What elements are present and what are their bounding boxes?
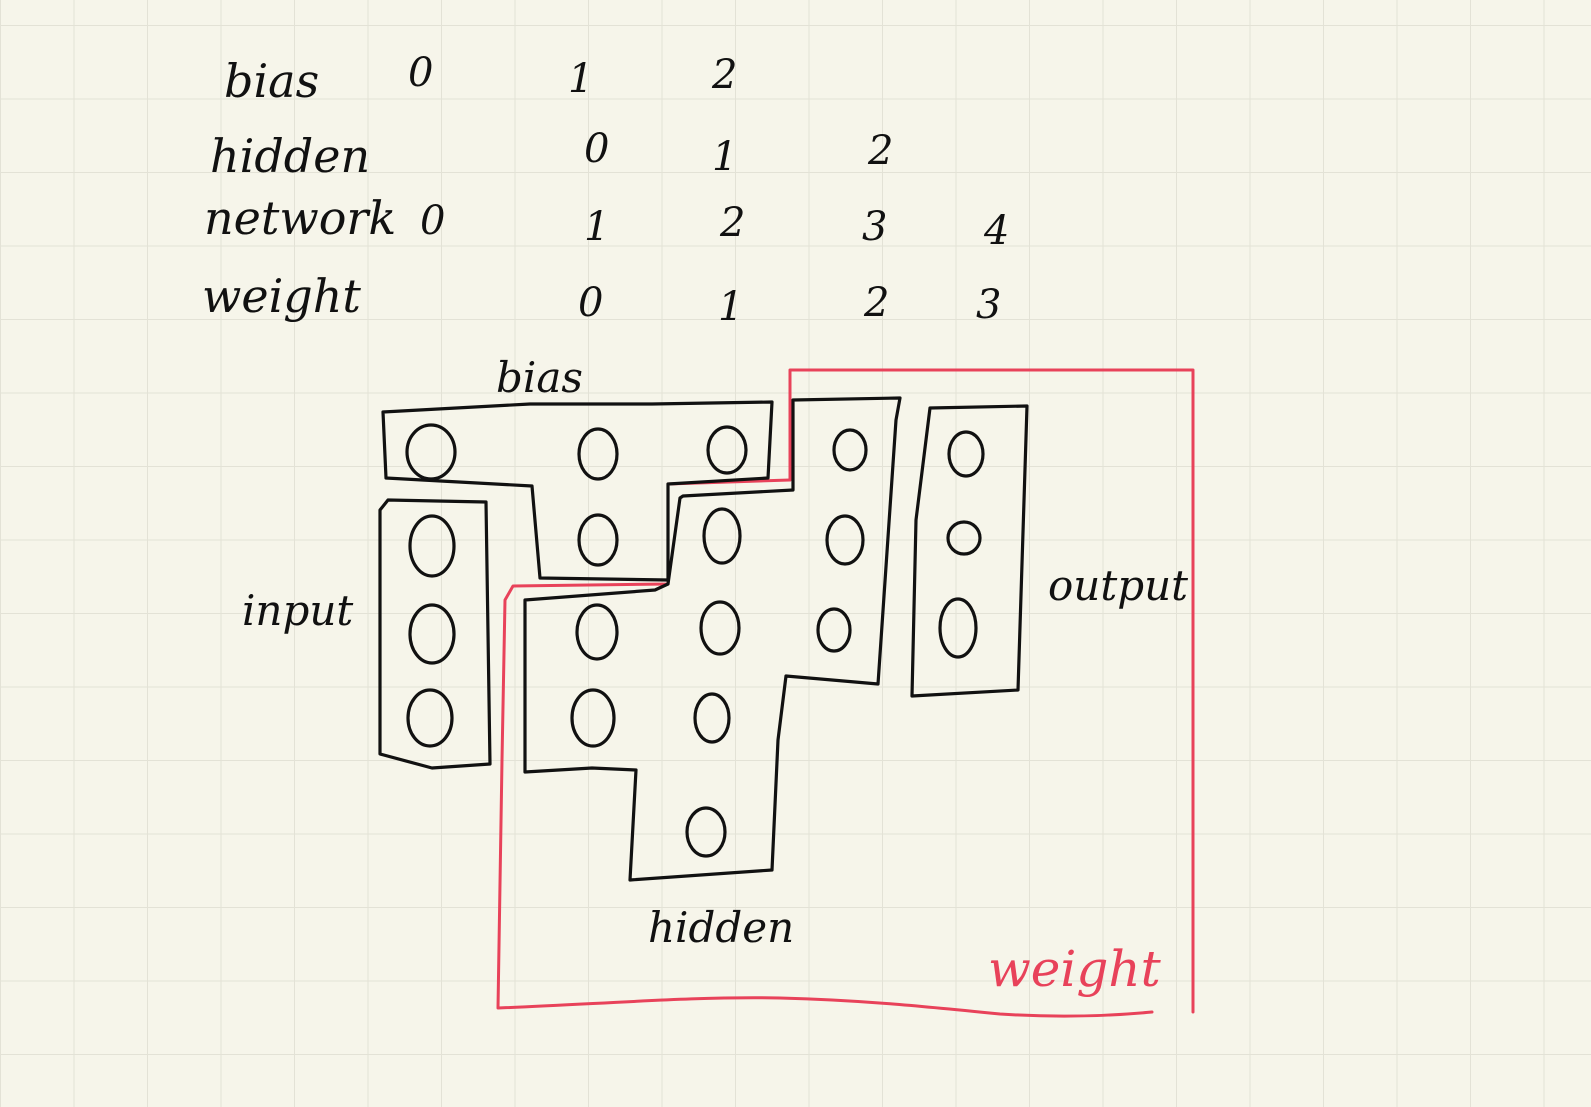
weight-index-3: 3 xyxy=(976,282,1001,328)
label-input: input xyxy=(242,586,353,635)
weight-region-boundary xyxy=(496,478,1154,1018)
bias-index-0: 0 xyxy=(408,50,433,96)
weight-index-0: 0 xyxy=(578,280,603,326)
bias-node-0 xyxy=(405,423,457,481)
index-table: bias 0 1 2 hidden 0 1 2 network 0 1 2 3 … xyxy=(202,50,1009,330)
output-nodes xyxy=(938,520,982,659)
input-node-0 xyxy=(408,514,456,578)
black-outlines xyxy=(378,396,1029,882)
input-nodes xyxy=(406,514,456,748)
label-output: output xyxy=(1048,561,1188,610)
input-node-1 xyxy=(408,603,456,665)
hidden-node-c2-2 xyxy=(693,692,731,744)
network-index-2: 2 xyxy=(719,200,745,246)
hidden-node-c1-0 xyxy=(577,513,619,567)
hidden-node-c1-2 xyxy=(570,688,616,748)
bias-index-2: 2 xyxy=(711,52,737,98)
table-row-hidden: hidden 0 1 2 xyxy=(210,126,893,183)
bias-node-3 xyxy=(832,428,868,472)
bias-nodes xyxy=(405,423,985,481)
hidden-group-outline xyxy=(523,396,902,882)
bias-node-1 xyxy=(577,427,619,481)
label-hidden: hidden xyxy=(648,903,794,952)
row-label-weight: weight xyxy=(202,269,361,323)
row-label-hidden: hidden xyxy=(210,129,370,183)
hidden-node-c1-1 xyxy=(575,603,619,661)
output-node-1 xyxy=(946,520,982,556)
bias-index-1: 1 xyxy=(568,56,593,102)
label-bias: bias xyxy=(496,353,583,402)
weight-index-1: 1 xyxy=(718,284,743,330)
input-group-outline xyxy=(378,498,492,770)
row-label-bias: bias xyxy=(224,54,319,108)
weight-region-outline xyxy=(788,368,1195,1014)
hidden-nodes xyxy=(570,507,865,858)
table-row-bias: bias 0 1 2 xyxy=(224,50,737,108)
bias-group-outline xyxy=(381,400,774,582)
row-label-network: network xyxy=(204,191,396,245)
hidden-node-c2-0 xyxy=(702,507,742,565)
network-index-4: 4 xyxy=(983,208,1009,254)
hidden-node-c3-1 xyxy=(816,607,852,653)
output-node-2 xyxy=(938,597,978,659)
hidden-node-c2-1 xyxy=(699,600,741,656)
network-index-3: 3 xyxy=(862,204,887,250)
hidden-index-0: 0 xyxy=(584,126,609,172)
hidden-index-2: 2 xyxy=(867,128,893,174)
bias-node-2 xyxy=(706,425,748,475)
label-weight: weight xyxy=(988,940,1162,998)
output-node-0 xyxy=(947,430,985,478)
hidden-node-c3-0 xyxy=(825,514,865,566)
network-index-0: 0 xyxy=(420,198,445,244)
network-index-1: 1 xyxy=(584,204,609,250)
output-group-outline xyxy=(910,404,1029,698)
hidden-node-c2-3 xyxy=(685,806,727,858)
weight-index-2: 2 xyxy=(863,280,889,326)
input-node-2 xyxy=(406,688,454,748)
table-row-network: network 0 1 2 3 4 xyxy=(204,191,1009,254)
hidden-index-1: 1 xyxy=(712,134,737,180)
table-row-weight: weight 0 1 2 3 xyxy=(202,269,1001,330)
